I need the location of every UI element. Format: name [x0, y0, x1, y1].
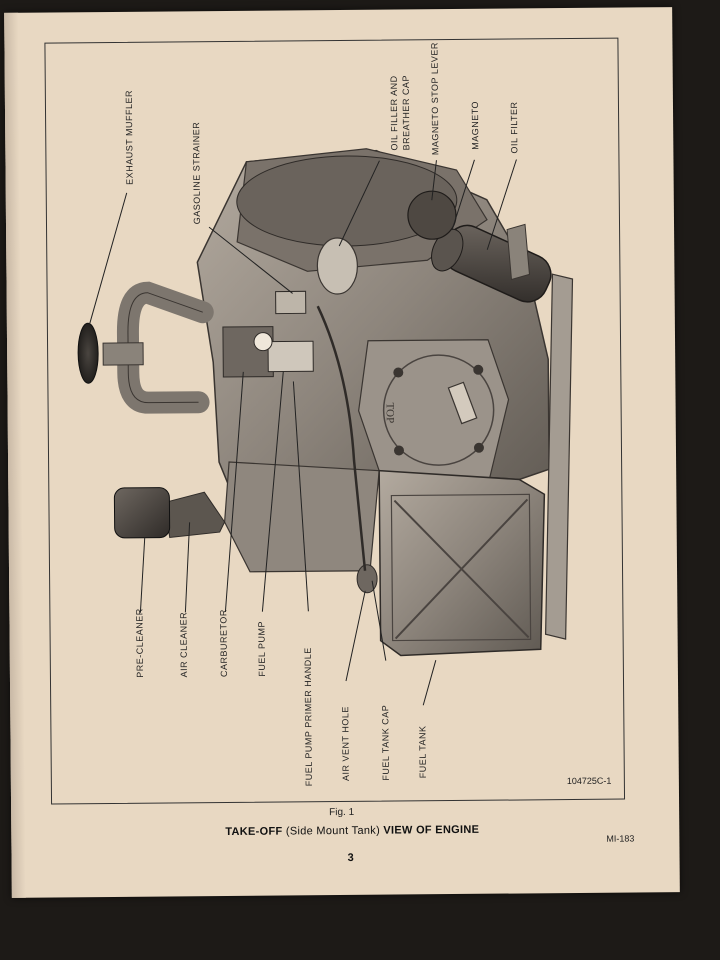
label-magneto: MAGNETO	[469, 100, 481, 150]
fuel-tank-shape	[378, 469, 546, 657]
oil-filler-cap	[316, 237, 358, 295]
figure-number: Fig. 1	[329, 806, 355, 819]
magneto	[407, 190, 457, 240]
figure-caption: TAKE-OFF (Side Mount Tank) VIEW OF ENGIN…	[225, 824, 479, 838]
fuel-tank-cap	[356, 564, 378, 594]
figure-frame: TOP	[44, 37, 626, 805]
label-exhaust-muffler: EXHAUST MUFFLER	[123, 89, 135, 185]
label-magneto-stop-lever: MAGNETO STOP LEVER	[429, 42, 441, 156]
front-plate	[358, 339, 510, 481]
caption-sub: (Side Mount Tank)	[285, 824, 381, 838]
label-air-cleaner: AIR CLEANER	[178, 611, 189, 678]
exhaust-muffler	[77, 322, 99, 384]
page-number: 3	[347, 851, 354, 864]
label-carburetor: CARBURETOR	[218, 609, 229, 678]
pre-cleaner	[113, 487, 171, 539]
manual-page: TOP	[4, 7, 680, 898]
mounting-rail	[544, 273, 574, 640]
air-cleaner	[163, 491, 226, 539]
label-gasoline-strainer: GASOLINE STRAINER	[191, 121, 203, 225]
label-air-vent-hole: AIR VENT HOLE	[340, 706, 351, 782]
document-number: MI-183	[606, 833, 635, 844]
label-fuel-pump-primer-handle: FUEL PUMP PRIMER HANDLE	[302, 647, 314, 787]
caption-start: TAKE-OFF	[225, 825, 283, 839]
part-number: 104725C-1	[566, 775, 612, 787]
label-oil-filler: OIL FILLER AND	[388, 75, 400, 151]
fuel-pump-body	[267, 340, 314, 373]
label-fuel-pump: FUEL PUMP	[256, 620, 267, 677]
top-stamp: TOP	[384, 403, 396, 424]
fuel-line	[316, 305, 367, 571]
caption-end: VIEW OF ENGINE	[383, 823, 480, 837]
page-edge	[4, 12, 26, 898]
label-fuel-tank-cap: FUEL TANK CAP	[380, 704, 391, 781]
engine-illustration: TOP	[77, 148, 574, 706]
gasoline-strainer	[275, 290, 307, 315]
label-oil-filler-2: BREATHER CAP	[400, 75, 412, 151]
label-fuel-tank: FUEL TANK	[417, 725, 428, 779]
power-shaft	[447, 381, 478, 425]
label-oil-filter: OIL FILTER	[508, 101, 520, 154]
label-pre-cleaner: PRE-CLEANER	[134, 608, 145, 678]
